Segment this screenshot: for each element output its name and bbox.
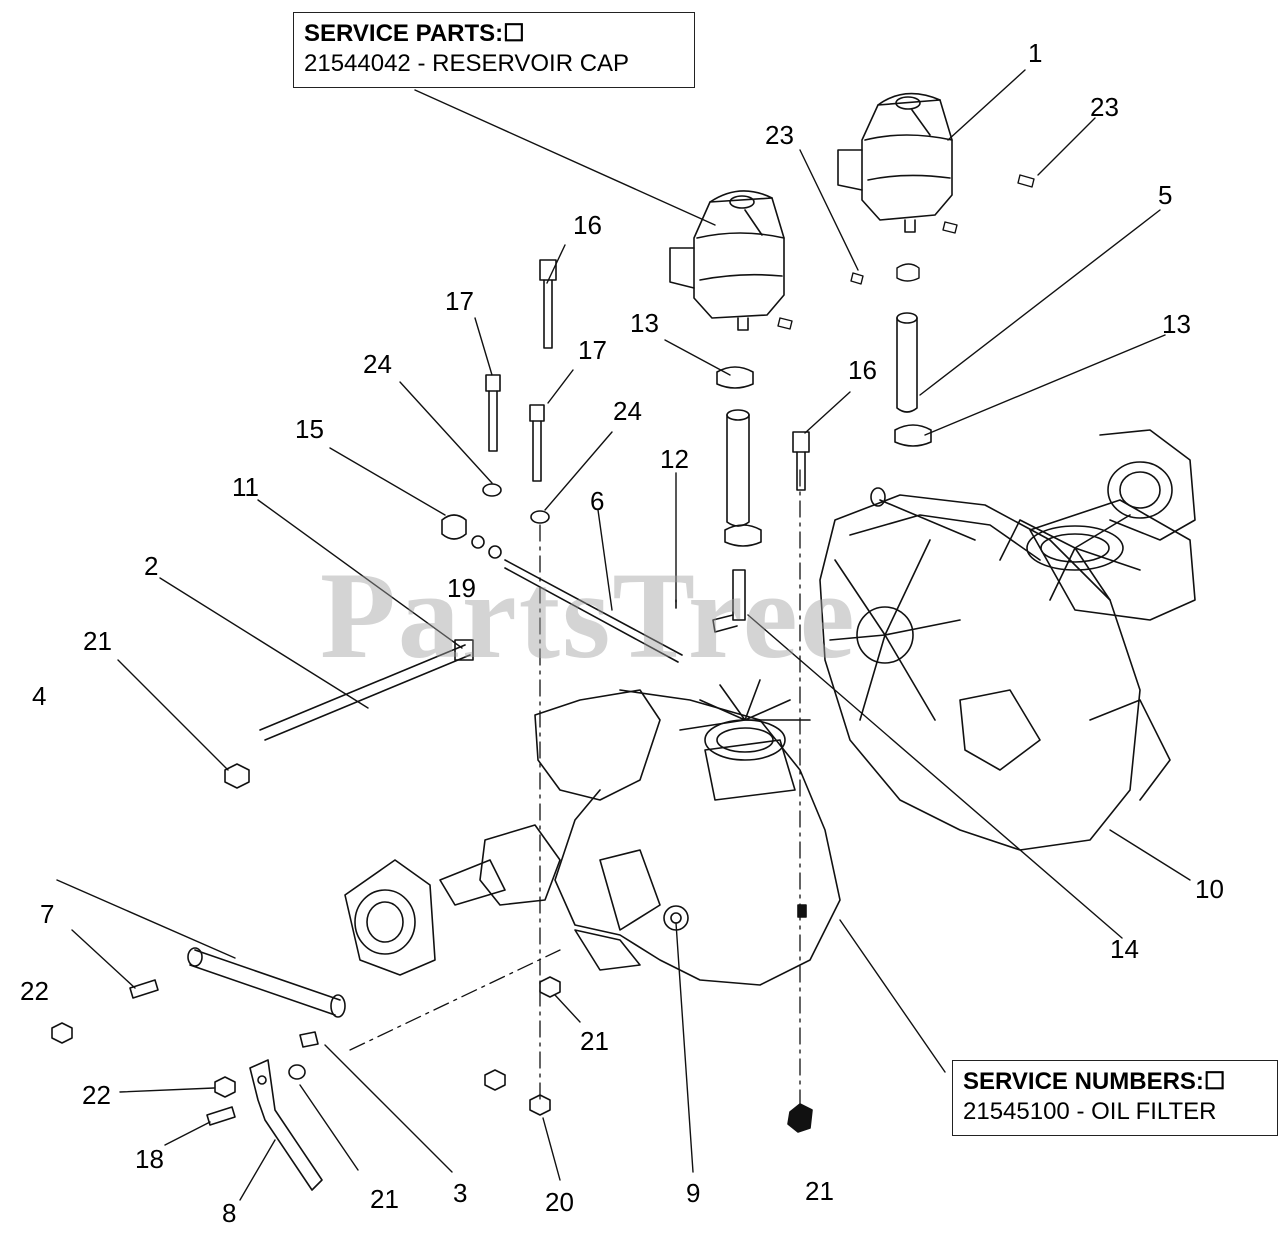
hose-5 (896, 312, 918, 413)
callout-21: 21 (580, 1026, 609, 1056)
clamps (716, 366, 932, 547)
callout-23: 23 (765, 120, 794, 150)
nuts (51, 763, 561, 1126)
callout-20: 20 (545, 1187, 574, 1217)
hose-center (726, 409, 750, 527)
callout-8: 8 (222, 1198, 237, 1228)
leader-lines (56, 69, 1191, 1201)
callout-1: 1 (1028, 38, 1043, 68)
callout-16: 16 (848, 355, 877, 385)
callout-12: 12 (660, 444, 689, 474)
callout-14: 14 (1110, 934, 1139, 964)
callout-24: 24 (613, 396, 642, 426)
washers (441, 483, 550, 559)
callout-15: 15 (295, 414, 324, 444)
callout-11: 11 (232, 472, 259, 502)
small-fittings (777, 174, 1035, 330)
callout-21: 21 (83, 626, 112, 656)
bolts (485, 259, 810, 491)
callout-4: 4 (32, 681, 47, 711)
callout-13: 13 (630, 308, 659, 338)
elbow-14 (712, 569, 746, 633)
service-numbers-title: SERVICE NUMBERS:☐ (963, 1068, 1226, 1095)
oil-filter-bottom (787, 1103, 813, 1133)
shaft-2 (259, 639, 474, 741)
callout-7: 7 (40, 899, 55, 929)
callout-6: 6 (590, 486, 605, 516)
callout-9: 9 (686, 1178, 701, 1208)
service-numbers-item: 21545100 - OIL FILTER (963, 1098, 1217, 1125)
callout-3: 3 (453, 1178, 468, 1208)
callout-21: 21 (370, 1184, 399, 1214)
service-parts-item: 21544042 - RESERVOIR CAP (304, 50, 630, 77)
callout-5: 5 (1158, 180, 1173, 210)
callout-24: 24 (363, 349, 392, 379)
callout-22: 22 (20, 976, 49, 1006)
reservoir-2 (669, 190, 785, 331)
service-parts-box: SERVICE PARTS:☐ 21544042 - RESERVOIR CAP (293, 12, 695, 88)
callout-23: 23 (1090, 92, 1119, 122)
service-numbers-box: SERVICE NUMBERS:☐ 21545100 - OIL FILTER (952, 1060, 1278, 1136)
tube-4 (187, 947, 346, 1018)
callout-18: 18 (135, 1144, 164, 1174)
callout-13: 13 (1162, 309, 1191, 339)
callout-17: 17 (445, 286, 474, 316)
transaxle-10 (819, 429, 1196, 851)
callout-2: 2 (144, 551, 159, 581)
service-parts-title: SERVICE PARTS:☐ (304, 20, 525, 47)
rod-6 (504, 559, 683, 663)
callout-22: 22 (82, 1080, 111, 1110)
callout-16: 16 (573, 210, 602, 240)
callout-19: 19 (447, 573, 476, 603)
center-lines (349, 469, 801, 1111)
callout-10: 10 (1195, 874, 1224, 904)
transaxle-9 (344, 679, 841, 986)
bracket-8 (249, 1059, 323, 1191)
watermark: PartsTree (320, 547, 857, 684)
reservoir-1 (837, 92, 953, 233)
callout-21: 21 (805, 1176, 834, 1206)
callout-17: 17 (578, 335, 607, 365)
